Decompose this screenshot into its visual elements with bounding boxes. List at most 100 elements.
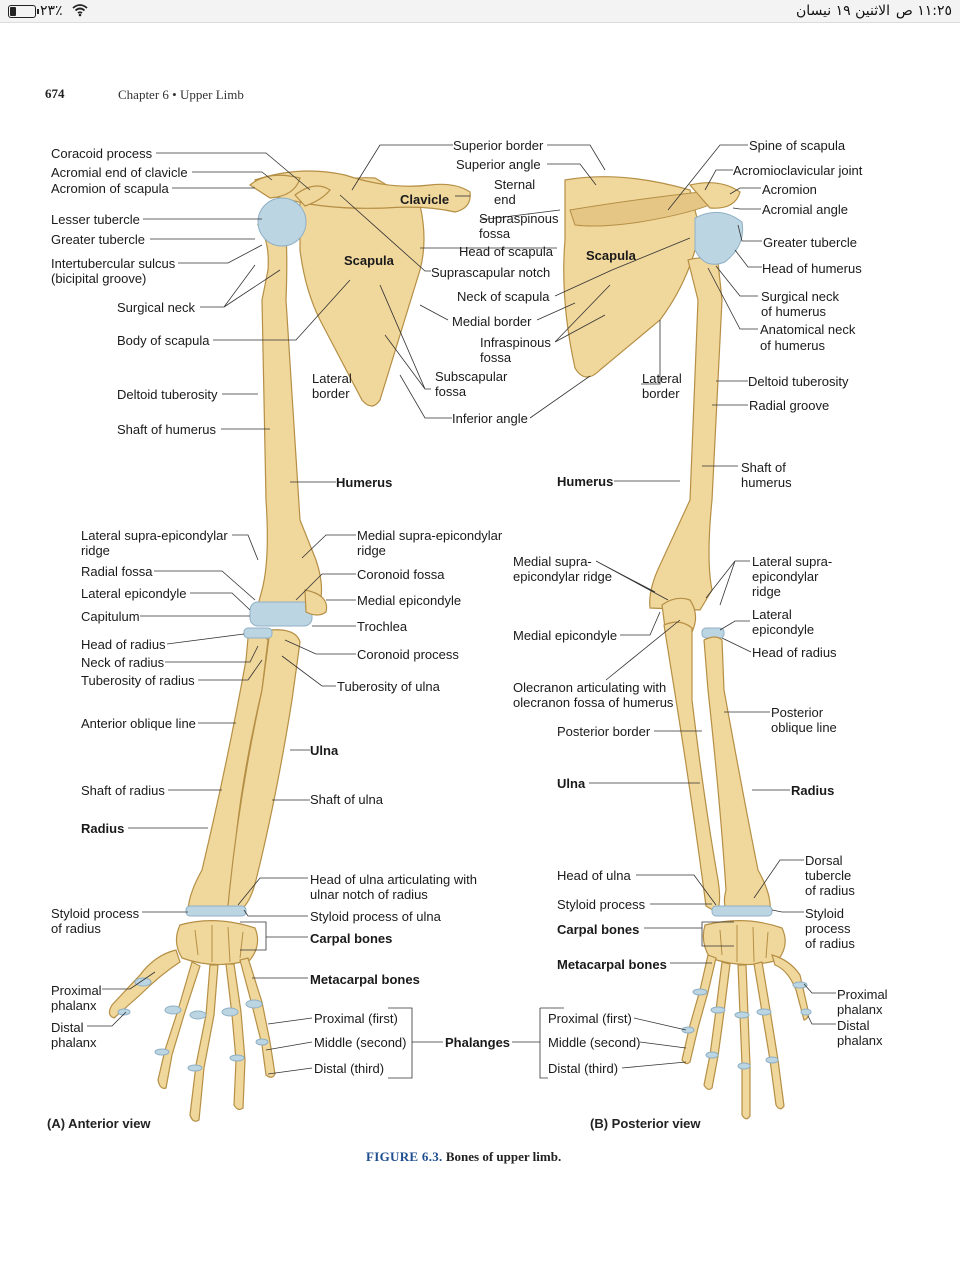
label-head-of-ulna-a-1: Head of ulna articulating with [310,872,477,887]
label-lateral-supraepicondylar-b-1: Lateral supra- [752,554,833,569]
label-scapula-anterior: Scapula [344,253,394,268]
label-bicipital-groove: (bicipital groove) [51,271,147,286]
label-olecranon-2: olecranon fossa of humerus [513,695,674,710]
label-lateral-supraepicondylar-b-2: epicondylar [752,569,819,584]
posterior-scapula [563,176,701,378]
anterior-view-title: (A) Anterior view [47,1116,151,1131]
posterior-acromion [688,182,741,209]
label-superior-border: Superior border [453,138,544,153]
label-styloid-radius-b-3: of radius [805,936,855,951]
label-surgical-neck: Surgical neck [117,300,196,315]
label-humerus-posterior: Humerus [557,474,614,489]
label-acromion: Acromion [762,182,817,197]
label-head-of-radius-a: Head of radius [81,637,166,652]
label-greater-tubercle: Greater tubercle [51,232,145,247]
running-title: Chapter 6 • Upper Limb [118,87,244,102]
anterior-radial-head [243,627,273,639]
label-lateral-epicondyle-a: Lateral epicondyle [81,586,187,601]
label-shaft-of-ulna: Shaft of ulna [310,792,383,807]
label-metacarpal-bones-a: Metacarpal bones [310,972,420,987]
status-time: ١١:٢٥ ص [895,3,952,19]
label-ulna-anterior: Ulna [310,743,339,758]
label-medial-supraepicondylar-b-2: epicondylar ridge [513,569,613,584]
label-surgical-neck-b-2: of humerus [761,304,827,319]
label-head-of-humerus: Head of humerus [762,261,862,276]
label-dorsal-tubercle-1: Dorsal [805,853,843,868]
anterior-carpal-lines [194,925,244,963]
label-supraspinous-fossa-2: fossa [479,226,511,241]
label-lateral-border-b-2: border [642,386,680,401]
label-lateral-border-b-1: Lateral [642,371,682,386]
label-radius-posterior: Radius [791,783,835,798]
label-surgical-neck-b-1: Surgical neck [761,289,840,304]
label-acromioclavicular-joint: Acromioclavicular joint [733,163,863,178]
posterior-spine-of-scapula [569,191,727,227]
posterior-ulna [663,621,721,913]
label-lateral-supraepicondylar-b-3: ridge [752,584,781,599]
label-subscapular-fossa-1: Subscapular [435,369,508,384]
label-neck-of-radius: Neck of radius [81,655,165,670]
battery-percentage: ٢٣٪ [40,3,63,19]
label-shaft-of-humerus-b-1: Shaft of [741,460,786,475]
label-capitulum: Capitulum [81,609,140,624]
posterior-wrist-cartilage [711,905,773,917]
label-deltoid-tuberosity-b: Deltoid tuberosity [748,374,849,389]
label-deltoid-tuberosity-a: Deltoid tuberosity [117,387,218,402]
label-intertubercular-sulcus: Intertubercular sulcus [51,256,176,271]
label-dorsal-tubercle-2: tubercle [805,868,852,883]
label-coronoid-process: Coronoid process [357,647,459,662]
label-styloid-radius-b-1: Styloid [805,906,845,921]
status-bar: ٢٣٪ الاثنين ١٩ نيسان ١١:٢٥ ص [0,0,960,23]
label-spine-of-scapula: Spine of scapula [749,138,846,153]
label-distal-phalanx-a-1: Distal [51,1020,84,1035]
label-posterior-oblique-1: Posterior [771,705,824,720]
posterior-view-title: (B) Posterior view [590,1116,701,1131]
label-middle-second-b: Middle (second) [548,1035,641,1050]
leader-lines [87,144,836,1079]
label-head-of-ulna-b: Head of ulna [557,868,631,883]
posterior-view-bones [563,176,812,1120]
label-supraspinous-fossa-1: Supraspinous [479,211,559,226]
anterior-trochlea-capitulum [249,601,313,627]
label-acromial-angle: Acromial angle [762,202,848,217]
label-proximal-first-b: Proximal (first) [548,1011,632,1026]
label-distal-third-b: Distal (third) [548,1061,619,1076]
label-lateral-supraepicondylar-a-2: ridge [81,543,110,558]
label-humerus-anterior: Humerus [336,475,393,490]
anterior-acromion [248,174,301,199]
label-styloid-process-of-ulna: Styloid process of ulna [310,909,441,924]
anterior-carpals [175,920,259,966]
label-neck-of-scapula: Neck of scapula [457,289,550,304]
label-acromial-end: Acromial end of clavicle [51,165,188,180]
posterior-humeral-head [694,211,744,265]
label-infraspinous-fossa-1: Infraspinous [480,335,551,350]
label-medial-epicondyle-a: Medial epicondyle [357,593,462,608]
label-coronoid-fossa: Coronoid fossa [357,567,445,582]
anterior-fingers [108,949,276,1122]
label-radial-fossa: Radial fossa [81,564,153,579]
label-carpal-bones-a: Carpal bones [310,931,393,946]
label-posterior-oblique-2: oblique line [771,720,837,735]
label-proximal-phalanx-b-1: Proximal [837,987,888,1002]
label-trochlea: Trochlea [357,619,408,634]
label-coracoid-process: Coracoid process [51,146,153,161]
status-date: الاثنين ١٩ نيسان [796,3,890,19]
label-tuberosity-of-radius: Tuberosity of radius [81,673,195,688]
label-body-of-scapula: Body of scapula [117,333,210,348]
label-posterior-border: Posterior border [557,724,651,739]
figure-caption: FIGURE 6.3. Bones of upper limb. [366,1149,561,1165]
anterior-ulna [227,629,301,913]
label-distal-phalanx-b-1: Distal [837,1018,870,1033]
label-proximal-phalanx-b-2: phalanx [837,1002,883,1017]
label-dorsal-tubercle-3: of radius [805,883,855,898]
label-sternal-end-2: end [494,192,516,207]
label-styloid-radius-b-2: process [805,921,851,936]
label-proximal-phalanx-a-2: phalanx [51,998,97,1013]
posterior-fingers [681,954,812,1120]
label-shaft-of-radius: Shaft of radius [81,783,165,798]
label-metacarpal-bones-b: Metacarpal bones [557,957,667,972]
anterior-view-bones [108,170,471,1122]
wifi-icon [72,4,88,17]
label-acromion-of-scapula: Acromion of scapula [51,181,169,196]
